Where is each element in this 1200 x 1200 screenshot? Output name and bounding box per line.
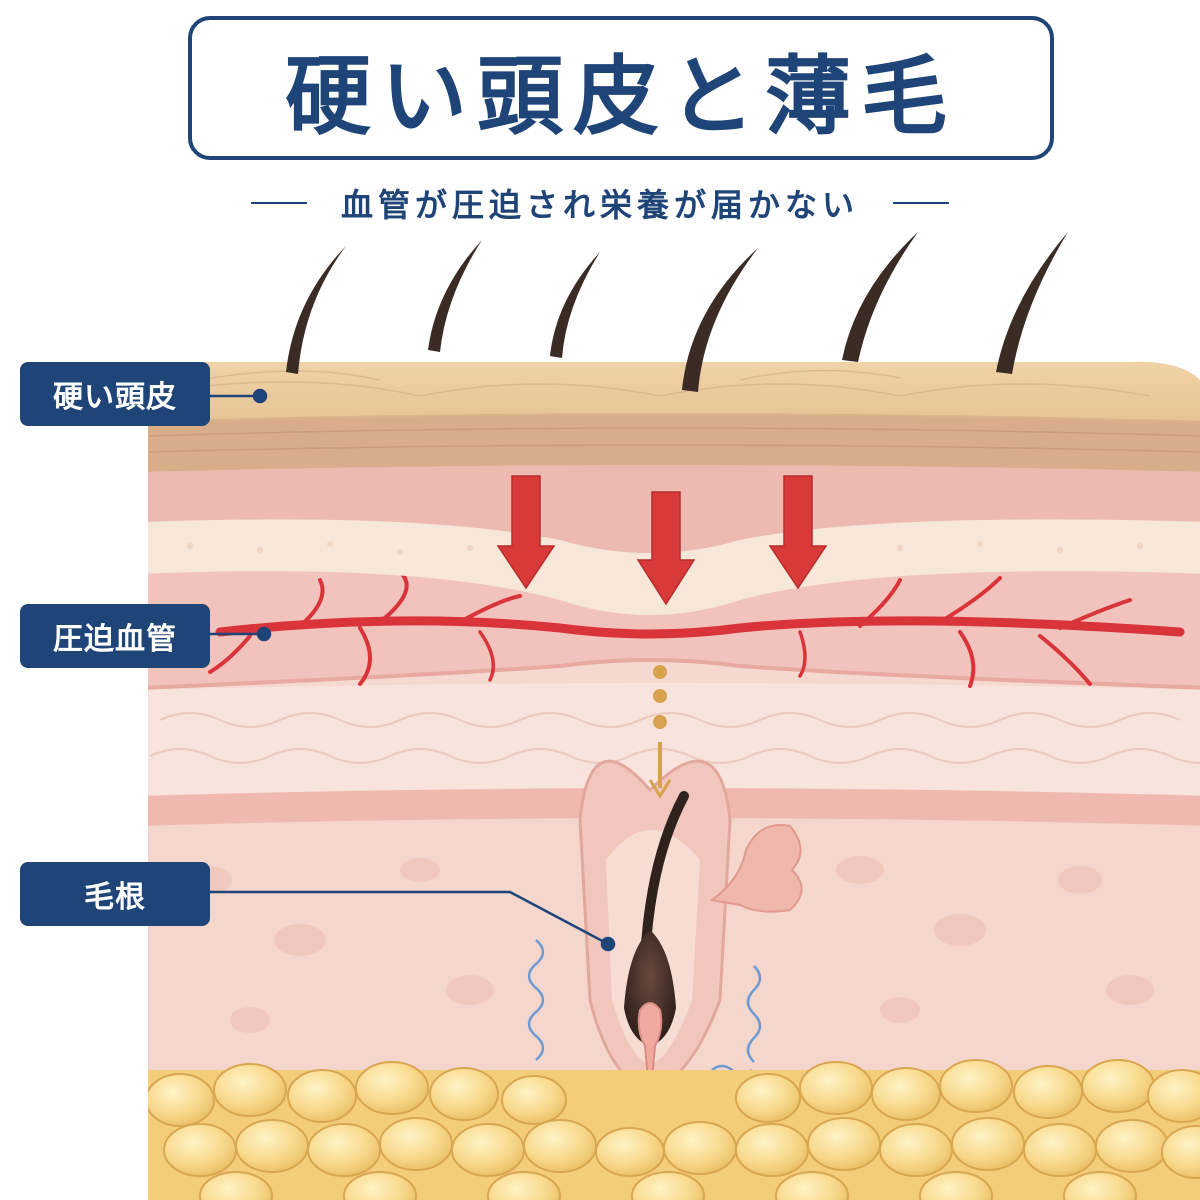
page-title: 硬い頭皮と薄毛 [285, 46, 957, 147]
leader-dot-hair-root [600, 936, 616, 952]
cell-pattern [149, 712, 1200, 764]
hair-strands [286, 232, 1068, 392]
sebaceous-gland [709, 824, 803, 913]
subtitle-rule-left [250, 202, 307, 204]
pressure-arrows [496, 475, 828, 606]
subtitle-rule-right [893, 202, 949, 204]
label-compressed-vessel: 圧迫血管 [20, 604, 210, 668]
stiff-scalp-surface [148, 361, 1200, 424]
nutrient-flow-indicator [648, 665, 672, 799]
title-box: 硬い頭皮と薄毛 [188, 16, 1054, 160]
pressure-arrow-center [636, 491, 696, 606]
skin-layers [148, 361, 1200, 1200]
compressed-blood-vessel [208, 570, 1185, 688]
label-stiff-scalp: 硬い頭皮 [20, 362, 210, 426]
pressure-arrow-right [768, 475, 828, 590]
pressure-arrow-left [496, 475, 556, 590]
leader-line-hair-root [210, 890, 609, 946]
subtitle-row: 血管が圧迫され栄養が届かない [0, 178, 1200, 228]
fat-layer [148, 1059, 1200, 1200]
leader-dot-stiff-scalp [252, 388, 268, 404]
leader-dot-vessel [256, 626, 272, 642]
label-hair-root: 毛根 [20, 862, 210, 926]
epidermis-layer [148, 412, 1200, 472]
page-subtitle: 血管が圧迫され栄養が届かない [340, 186, 859, 224]
hair-bulb [624, 930, 676, 1046]
vessel-layer [148, 569, 1200, 688]
